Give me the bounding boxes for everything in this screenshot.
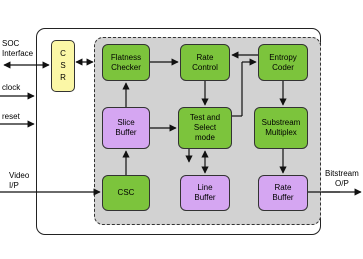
csr-block: CSR [51,40,75,92]
video-input-label: Video I/P [9,171,30,190]
rate-buffer-block: Rate Buffer [258,175,308,211]
csc-block: CSC [102,175,150,211]
soc-interface-label: SOC Interface [2,39,34,58]
slice-buffer-block: Slice Buffer [102,107,150,149]
csr-label: CSR [60,49,66,82]
rate-control-block: Rate Control [180,44,230,81]
test-and-select-mode-block: Test and Select mode [178,107,232,149]
clock-label: clock [2,83,21,92]
flatness-checker-block: Flatness Checker [102,44,150,81]
bitstream-output-label: Bitstream O/P [325,169,359,188]
line-buffer-block: Line Buffer [180,175,230,211]
substream-multiplex-block: Substream Multiplex [254,107,308,149]
entropy-coder-block: Entropy Coder [258,44,308,81]
reset-label: reset [2,112,20,121]
